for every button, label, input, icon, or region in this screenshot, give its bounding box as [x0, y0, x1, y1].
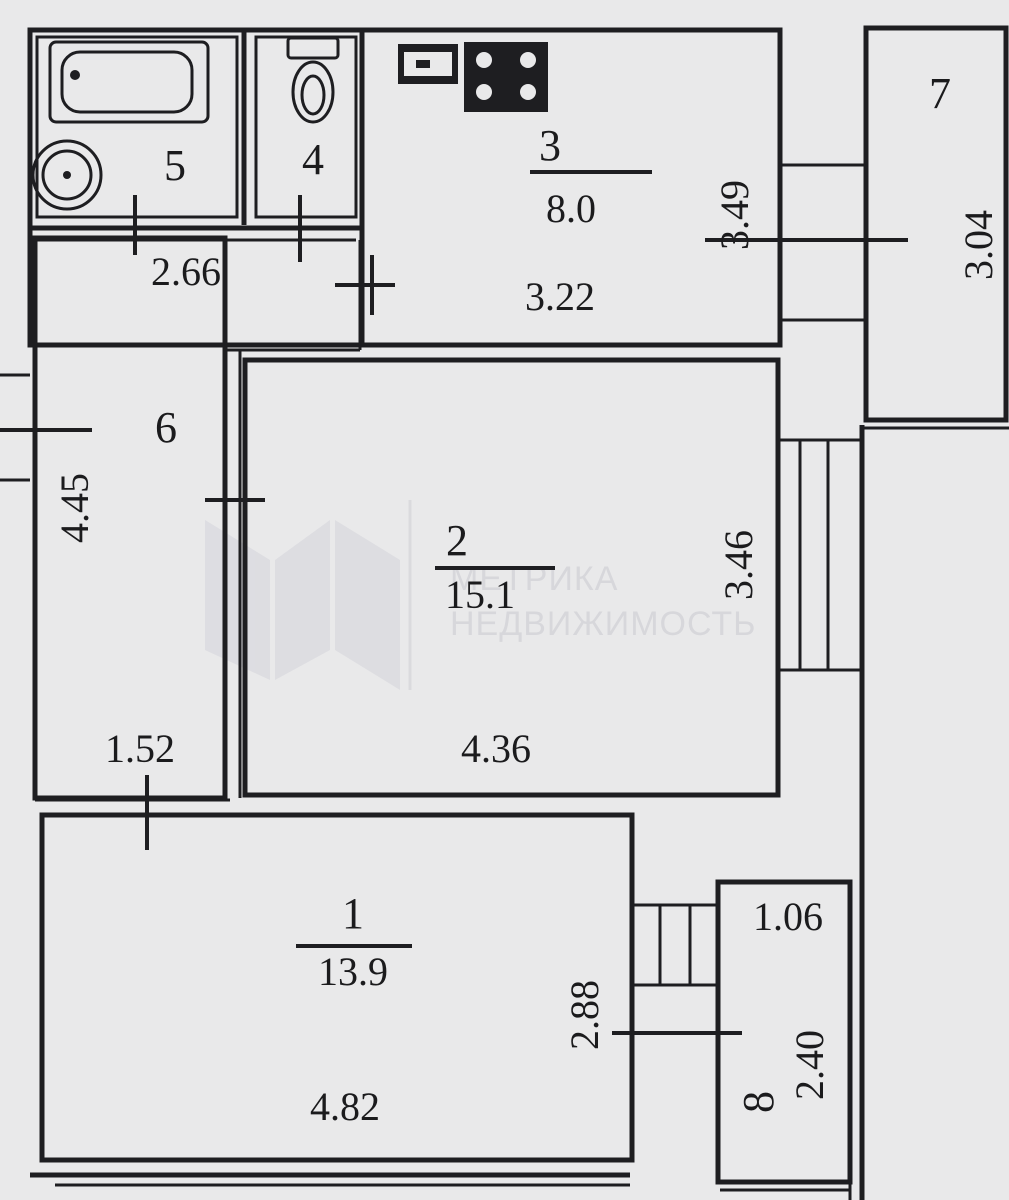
room-1-width: 4.82 — [310, 1084, 380, 1129]
room-5-width: 2.66 — [151, 249, 221, 294]
bathtub-icon — [48, 40, 210, 124]
walls — [0, 25, 1009, 1200]
room-3-width: 3.22 — [525, 274, 595, 319]
room-6-depth: 4.45 — [52, 473, 97, 543]
room-7-number: 7 — [929, 69, 951, 118]
watermark: МЕТРИКА НЕДВИЖИМОСТЬ — [205, 500, 756, 690]
room-3-area: 8.0 — [546, 186, 596, 231]
room-5-number: 5 — [164, 141, 186, 190]
room-2-depth: 3.46 — [716, 530, 761, 600]
stove-icon — [398, 42, 548, 112]
room-2-area: 15.1 — [445, 572, 515, 617]
room-2-number: 2 — [446, 516, 468, 565]
room-8-number: 8 — [734, 1091, 783, 1113]
room-1-number: 1 — [342, 889, 364, 938]
room-6-width: 1.52 — [105, 726, 175, 771]
room-8-depth: 2.40 — [787, 1030, 832, 1100]
room-3-number: 3 — [539, 121, 561, 170]
room-1-area: 13.9 — [318, 949, 388, 994]
room-7-depth: 3.04 — [956, 210, 1001, 280]
room-6-number: 6 — [155, 403, 177, 452]
toilet-icon — [286, 36, 340, 124]
room-2-width: 4.36 — [461, 726, 531, 771]
sink-icon — [31, 139, 103, 211]
room-1-depth: 2.88 — [562, 980, 607, 1050]
watermark-logo — [205, 520, 400, 690]
room-3-depth: 3.49 — [712, 180, 757, 250]
dimension-ticks — [0, 195, 908, 1035]
room-4-number: 4 — [302, 135, 324, 184]
watermark-line2: НЕДВИЖИМОСТЬ — [450, 605, 756, 643]
room-8-width: 1.06 — [753, 894, 823, 939]
